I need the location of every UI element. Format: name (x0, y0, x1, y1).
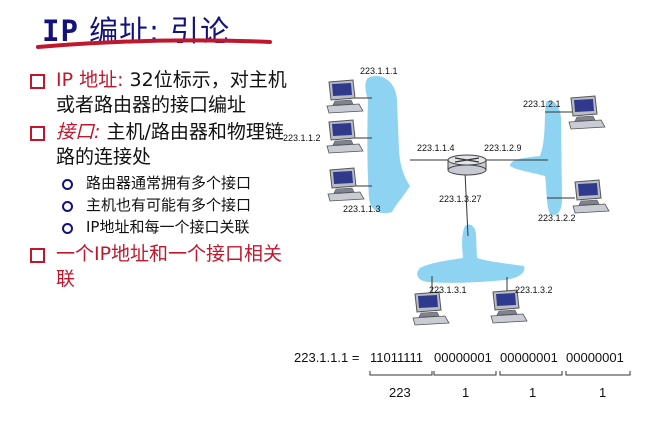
title-underline (36, 38, 272, 49)
bullet-ip-address: IP 地址: 32位标示，对主机或者路由器的接口编址 (30, 68, 290, 118)
interface-term: 接口: (56, 121, 101, 143)
host-address-label: 223.1.2.1 (523, 99, 561, 109)
binary-octet: 11011111 (370, 350, 423, 365)
title-ip: IP (42, 14, 79, 48)
square-bullet-icon (30, 74, 45, 89)
ip-address-term: IP 地址: (56, 69, 124, 91)
host-computer-icon (326, 119, 364, 154)
router-interface-label: 223.1.3.27 (439, 194, 482, 204)
host-computer-icon (327, 167, 365, 202)
host-computer-icon (572, 179, 610, 214)
decimal-octet: 1 (529, 385, 536, 400)
decimal-octet: 1 (462, 385, 469, 400)
router-icon (447, 154, 487, 176)
sub-bullet-text: 主机也有可能有多个接口 (86, 196, 252, 214)
host-address-label: 223.1.1.3 (343, 204, 381, 214)
sub-bullet-host: 主机也有可能有多个接口 (60, 194, 290, 216)
sub-bullet-router: 路由器通常拥有多个接口 (60, 172, 290, 194)
square-bullet-icon (30, 248, 45, 263)
circle-bullet-icon (62, 179, 73, 190)
binary-octet: 00000001 (500, 350, 558, 365)
circle-bullet-icon (62, 201, 73, 212)
host-address-label: 223.1.2.2 (538, 213, 576, 223)
sub-bullet-text: 路由器通常拥有多个接口 (86, 174, 252, 192)
links (355, 97, 575, 296)
bullet-list: IP 地址: 32位标示，对主机或者路由器的接口编址 接口: 主机/路由器和物理… (30, 68, 290, 294)
lan-bottom (417, 224, 525, 283)
host-address-label: 223.1.3.2 (515, 285, 553, 295)
one-to-one-text: 一个IP地址和一个接口相关联 (56, 243, 283, 290)
host-computer-icon (568, 95, 606, 130)
decimal-octet: 1 (599, 385, 606, 400)
lan-right (510, 100, 562, 216)
host-computer-icon (412, 291, 450, 326)
host-computer-icon (326, 79, 364, 114)
binary-octet: 00000001 (566, 350, 624, 365)
binary-lhs: 223.1.1.1 = (294, 350, 359, 365)
bullet-interface: 接口: 主机/路由器和物理链路的连接处 (30, 120, 290, 170)
sub-bullet-ip-interface: IP地址和每一个接口关联 (60, 216, 290, 238)
bullet-one-to-one: 一个IP地址和一个接口相关联 (30, 242, 290, 292)
router-interface-label: 223.1.2.9 (484, 143, 522, 153)
circle-bullet-icon (62, 223, 73, 234)
octet-brackets (369, 371, 631, 376)
decimal-octet: 223 (389, 385, 411, 400)
host-address-label: 223.1.1.2 (283, 133, 321, 143)
binary-octet: 00000001 (434, 350, 492, 365)
lan-left (365, 76, 410, 214)
square-bullet-icon (30, 126, 45, 141)
host-address-label: 223.1.3.1 (429, 285, 467, 295)
binary-representation: 223.1.1.1 = 11011111 00000001 00000001 0… (294, 350, 631, 400)
ip-address-text: 32位标示，对主机或者路由器的接口编址 (56, 69, 287, 116)
interface-text: 主机/路由器和物理链路的连接处 (56, 121, 284, 168)
host-address-label: 223.1.1.1 (360, 66, 398, 76)
router-interface-label: 223.1.1.4 (417, 143, 455, 153)
sub-bullet-text: IP地址和每一个接口关联 (86, 218, 250, 236)
